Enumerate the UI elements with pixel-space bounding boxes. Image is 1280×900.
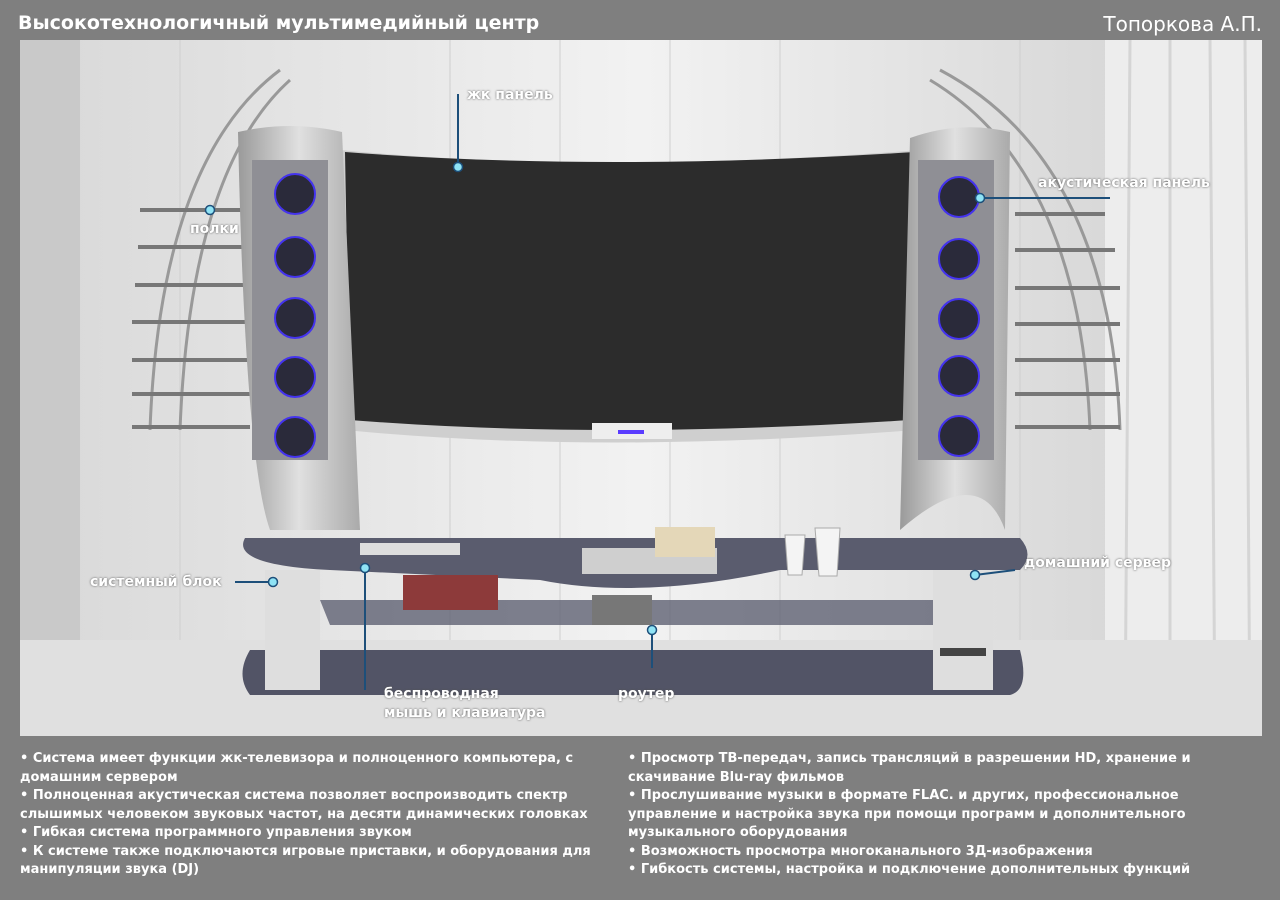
features-list-right: • Просмотр ТВ-передач, запись трансляций… <box>628 750 1268 880</box>
callout-system-unit: системный блок <box>90 574 222 590</box>
callout-wireless-line2: мышь и клавиатура <box>384 705 546 721</box>
feature-item: • К системе также подключаются игровые п… <box>20 843 591 878</box>
callout-acoustic-panel: акустическая панель <box>1038 175 1210 191</box>
features-list-left: • Система имеет функции жк-телевизора и … <box>20 750 610 880</box>
multimedia-center-illustration <box>20 40 1262 736</box>
callout-wireless-mouse-keyboard: беспроводная мышь и клавиатура <box>384 685 545 723</box>
page-title: Высокотехнологичный мультимедийный центр <box>18 12 540 34</box>
author-name: Топоркова А.П. <box>1103 12 1262 36</box>
feature-item: • Полноценная акустическая система позво… <box>20 788 588 822</box>
callout-home-server: домашний сервер <box>1024 555 1172 571</box>
callout-router: роутер <box>618 686 675 702</box>
callout-shelves: полки <box>190 221 239 237</box>
feature-item: • Система имеет функции жк-телевизора и … <box>20 751 574 785</box>
feature-item: • Гибкость системы, настройка и подключе… <box>628 862 1191 877</box>
callout-tv-panel: жк панель <box>467 87 553 103</box>
feature-item: • Возможность просмотра многоканального … <box>628 843 1093 859</box>
render-image: жк панель акустическая панель полки сист… <box>20 40 1262 736</box>
feature-item: • Просмотр ТВ-передач, запись трансляций… <box>628 751 1191 785</box>
feature-item: • Гибкая система программного управления… <box>20 825 412 840</box>
feature-item: • Прослушивание музыки в формате FLAC. и… <box>628 788 1186 840</box>
callout-wireless-line1: беспроводная <box>384 686 499 702</box>
